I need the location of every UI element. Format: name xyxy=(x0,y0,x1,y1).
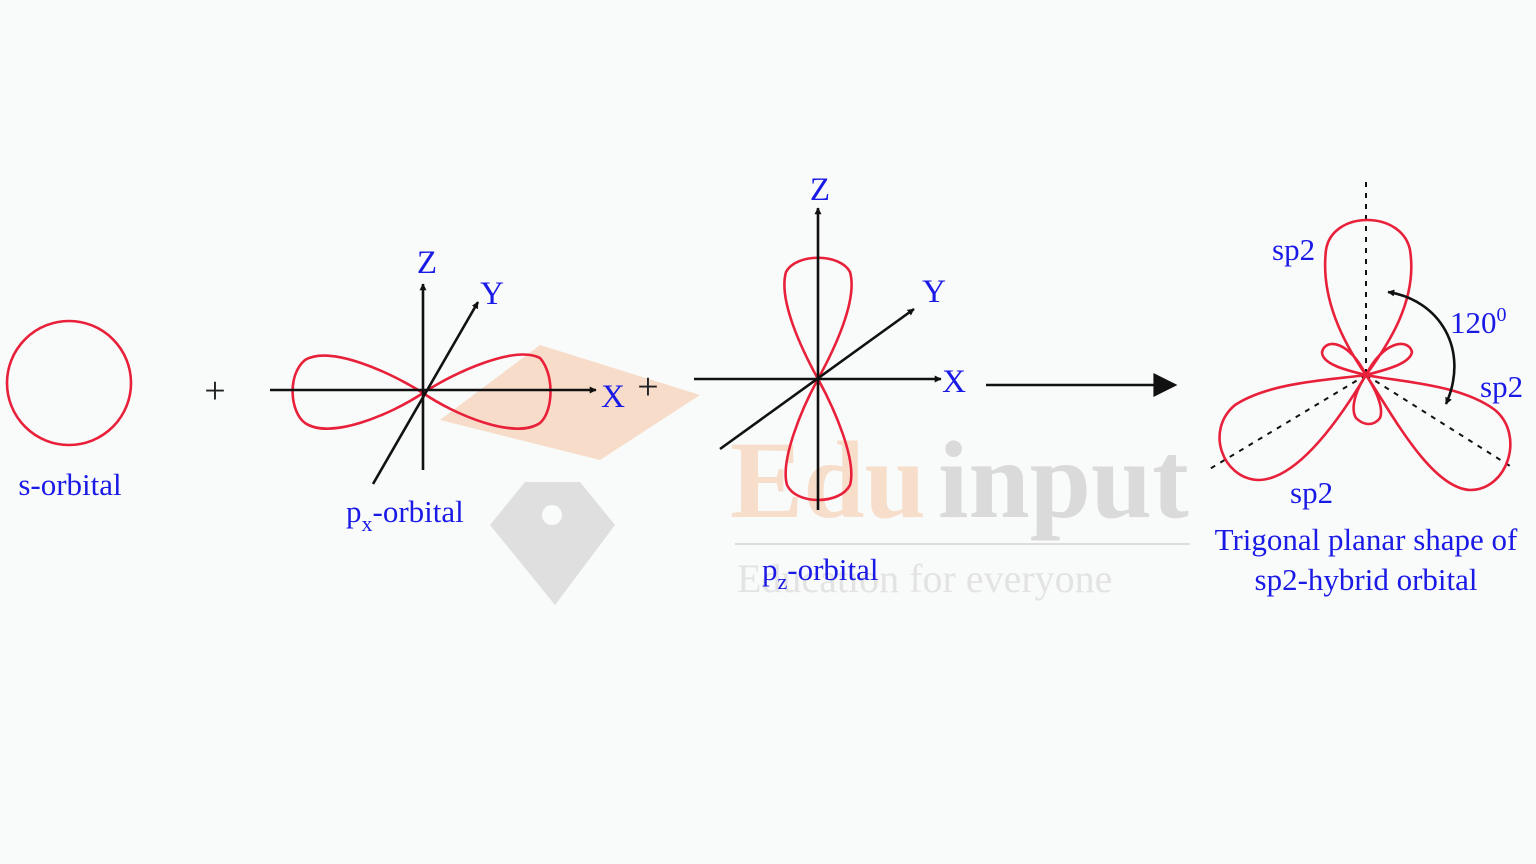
px-y-axis xyxy=(371,301,480,485)
pz-y-label: Y xyxy=(922,274,946,310)
px-x-label: X xyxy=(601,379,625,415)
plus-sign-2: + xyxy=(637,366,658,408)
pz-y-axis xyxy=(719,307,915,451)
plus-sign-1: + xyxy=(204,370,225,412)
px-orbital-lobes xyxy=(291,353,552,430)
sp2-label-bottom: sp2 xyxy=(1290,475,1333,510)
px-z-label: Z xyxy=(417,245,437,281)
s-orbital-diagram: s-orbital xyxy=(5,319,133,502)
watermark-tagline: Education for everyone xyxy=(737,556,1112,601)
pz-z-label: Z xyxy=(810,172,830,208)
hybrid-caption-line2: sp2-hybrid orbital xyxy=(1255,562,1478,597)
sp2-small-lobe-right xyxy=(1363,342,1414,377)
hybrid-caption-line1: Trigonal planar shape of xyxy=(1215,522,1518,557)
bond-angle-label: 1200 xyxy=(1450,304,1507,340)
graduation-cap-icon xyxy=(440,345,700,460)
sp2-small-lobe-bottom xyxy=(1352,372,1383,426)
px-orbital-label: px-orbital xyxy=(346,494,464,536)
px-y-label: Y xyxy=(480,276,504,312)
pz-orbital-diagram: Z Y X pz-orbital xyxy=(694,172,966,594)
pz-orbital-label: pz-orbital xyxy=(762,552,879,594)
sp2-label-right: sp2 xyxy=(1480,369,1523,404)
watermark-brand-edu: Edu xyxy=(730,419,926,541)
s-orbital-label: s-orbital xyxy=(18,467,121,502)
sp2-lobe-top xyxy=(1323,218,1413,378)
angle-arc-arrow xyxy=(1387,289,1456,405)
watermark: Edu input Education for everyone xyxy=(440,345,1190,605)
sp2-axis-left xyxy=(1207,374,1367,471)
sp2-small-lobe-left xyxy=(1320,342,1369,377)
watermark-brand-input: input xyxy=(938,419,1189,541)
sp2-hybrid-diagram: 1200 sp2 sp2 sp2 Trigonal planar shape o… xyxy=(1207,182,1523,597)
px-orbital-diagram: Z Y X px-orbital xyxy=(270,245,625,536)
sp2-lobe-left xyxy=(1218,373,1369,482)
pz-x-label: X xyxy=(942,364,966,400)
pen-nib-icon xyxy=(490,482,615,605)
s-orbital-sphere xyxy=(5,319,133,447)
sp2-label-top: sp2 xyxy=(1272,232,1315,267)
